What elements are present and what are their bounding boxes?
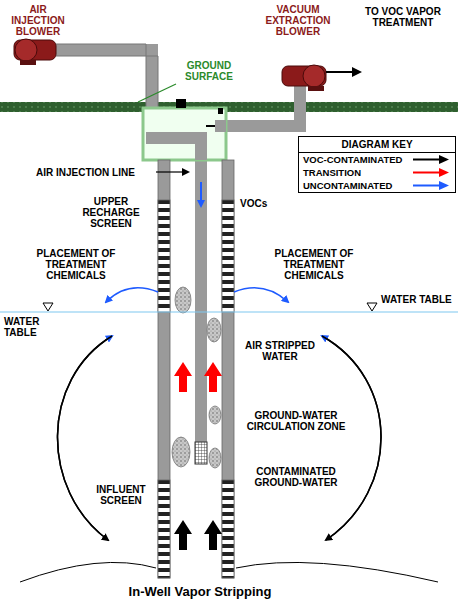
callout-label: WATER TABLE — [4, 316, 44, 338]
legend-arrow — [413, 181, 449, 190]
legend-row: VOC-CONTAMINATED — [299, 153, 455, 166]
diagram-key: DIAGRAM KEYVOC-CONTAMINATED TRANSITION UNC… — [298, 136, 456, 193]
callout-label: INFLUENT SCREEN — [88, 484, 154, 506]
callout-label: GROUND SURFACE — [176, 60, 242, 82]
key-heading: DIAGRAM KEY — [299, 137, 455, 153]
callout-label: VOCs — [240, 198, 280, 209]
legend-row: TRANSITION — [299, 166, 455, 179]
callout-label: TO VOC VAPOR TREATMENT — [352, 6, 454, 28]
legend-text: VOC-CONTAMINATED — [303, 154, 402, 165]
legend-arrow — [413, 168, 449, 177]
legend-row: UNCONTAMINATED — [299, 179, 455, 192]
callout-label: VACUUM EXTRACTION BLOWER — [246, 4, 350, 37]
callout-label: AIR INJECTION LINE — [36, 167, 154, 178]
callout-label: PLACEMENT OF TREATMENT CHEMICALS — [24, 248, 128, 281]
caption-box: In-Well Vapor Stripping — [0, 584, 400, 599]
callout-label: WATER TABLE — [381, 294, 457, 305]
callout-label: GROUND-WATER CIRCULATION ZONE — [240, 410, 352, 432]
caption: In-Well Vapor Stripping — [126, 584, 275, 599]
legend-text: TRANSITION — [303, 167, 361, 178]
callout-label: AIR STRIPPED WATER — [244, 340, 316, 362]
callout-label: AIR INJECTION BLOWER — [2, 4, 74, 37]
legend-text: UNCONTAMINATED — [303, 180, 392, 191]
callout-label: UPPER RECHARGE SCREEN — [74, 196, 148, 229]
callout-label: CONTAMINATED GROUND-WATER — [246, 466, 346, 488]
callout-label: PLACEMENT OF TREATMENT CHEMICALS — [262, 248, 366, 281]
legend-arrow — [413, 155, 449, 164]
